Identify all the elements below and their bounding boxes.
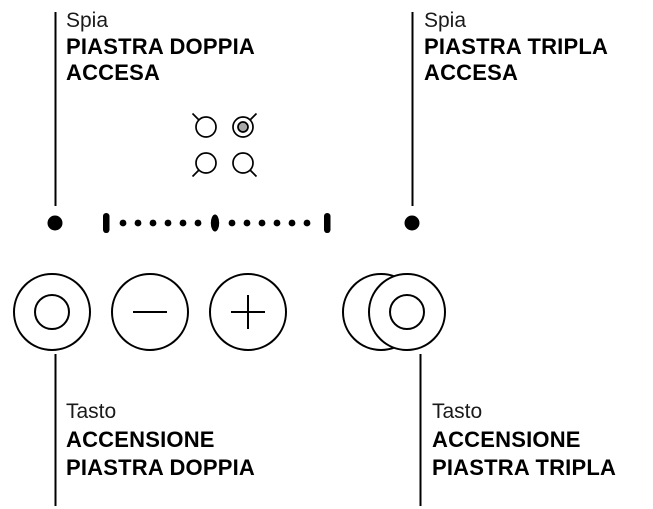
callout-prefix: Spia [424, 9, 467, 32]
callout-line: PIASTRA DOPPIA [66, 34, 256, 59]
callout-line: ACCENSIONE [66, 427, 215, 452]
cooking-zone-icons [191, 112, 258, 178]
cooking-zone-bottom-left-icon [191, 152, 217, 178]
cooking-zone-top-right-selected-icon [232, 112, 258, 138]
scale-mid-marker [210, 214, 220, 232]
plus-button [209, 273, 287, 351]
cooking-zone-bottom-right-icon [232, 152, 258, 178]
callout-line: PIASTRA TRIPLA [432, 455, 617, 480]
callout-line: ACCENSIONE [432, 427, 581, 452]
double-plate-power-button [13, 273, 91, 351]
callout-prefix: Tasto [432, 400, 483, 423]
callout-prefix: Tasto [66, 400, 117, 423]
callout-line: PIASTRA TRIPLA [424, 34, 609, 59]
triple-plate-power-button [342, 273, 446, 351]
callout-spia-piastra-doppia: Spia PIASTRA DOPPIA ACCESA [66, 8, 255, 86]
minus-button [111, 273, 189, 351]
double-plate-indicator-dot [47, 215, 63, 231]
callout-line: ACCESA [66, 60, 161, 85]
callout-line: PIASTRA DOPPIA [66, 455, 256, 480]
callout-tasto-piastra-tripla: Tasto ACCENSIONE PIASTRA TRIPLA [432, 398, 616, 482]
touch-buttons [13, 273, 446, 351]
power-level-dot-scale [103, 213, 331, 233]
triple-plate-indicator-dot [404, 215, 420, 231]
scale-right-cap [324, 213, 331, 233]
scale-left-cap [103, 213, 110, 233]
callout-tasto-piastra-doppia: Tasto ACCENSIONE PIASTRA DOPPIA [66, 398, 255, 482]
callout-spia-piastra-tripla: Spia PIASTRA TRIPLA ACCESA [424, 8, 608, 86]
callout-prefix: Spia [66, 9, 109, 32]
callout-line: ACCESA [424, 60, 519, 85]
cooking-zone-top-left-icon [191, 112, 217, 138]
